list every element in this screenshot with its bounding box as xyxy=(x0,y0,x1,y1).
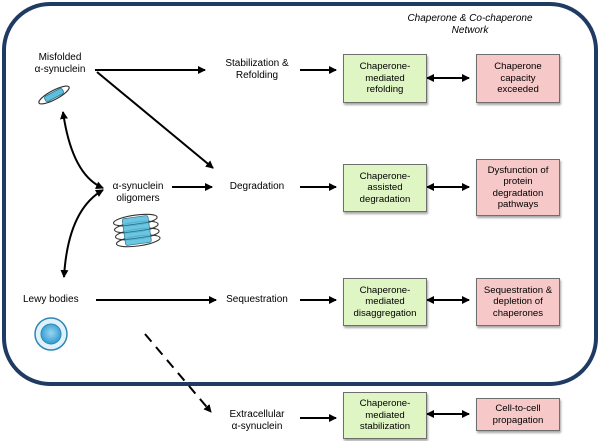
label-lewy-bodies: Lewy bodies xyxy=(23,294,79,305)
box-cell-to-cell-propagation: Cell-to-cell propagation xyxy=(476,398,560,431)
box-chaperone-assisted-degradation: Chaperone- assisted degradation xyxy=(343,164,427,212)
arrow-dashed-to-extracellular xyxy=(144,333,212,413)
box-dysfunction-degradation-pathways: Dysfunction of protein degradation pathw… xyxy=(476,159,560,216)
arrow-misfolded-to-degradation xyxy=(96,71,214,169)
box-sequestration-depletion-chaperones: Sequestration & depletion of chaperones xyxy=(476,278,560,326)
misfolded-protein-icon xyxy=(38,85,70,105)
label-misfolded-synuclein: Misfolded α-synuclein xyxy=(34,52,86,75)
box-chaperone-mediated-stabilization: Chaperone- mediated stabilization xyxy=(343,392,427,439)
lewy-body-icon xyxy=(34,317,68,351)
label-synuclein-oligomers: α-synuclein oligomers xyxy=(112,181,164,204)
label-degradation: Degradation xyxy=(229,181,285,192)
arrow-oligomers-lewy xyxy=(60,189,104,278)
label-stabilization-refolding: Stabilization & Refolding xyxy=(225,58,289,81)
network-title: Chaperone & Co-chaperone Network xyxy=(407,13,533,36)
label-sequestration: Sequestration xyxy=(226,294,288,305)
arrow-misfolded-oligomers xyxy=(60,111,104,189)
oligomer-stack-icon xyxy=(112,213,161,248)
label-extracellular-synuclein: Extracellular α-synuclein xyxy=(229,409,285,432)
box-chaperone-mediated-disaggregation: Chaperone- mediated disaggregation xyxy=(343,278,427,326)
box-chaperone-capacity-exceeded: Chaperone capacity exceeded xyxy=(476,54,560,103)
box-chaperone-mediated-refolding: Chaperone- mediated refolding xyxy=(343,54,427,103)
network-boundary xyxy=(2,2,598,386)
